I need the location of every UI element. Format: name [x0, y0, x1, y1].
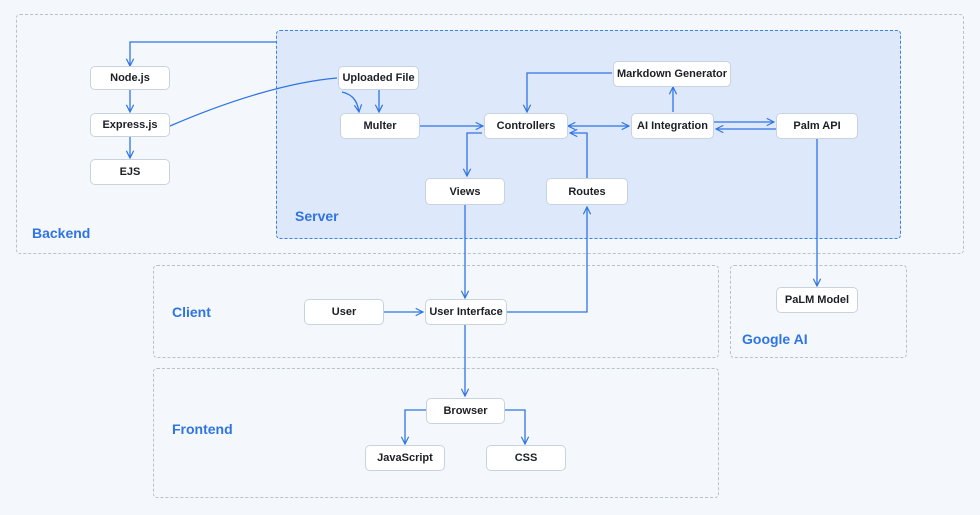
google-ai-label: Google AI: [742, 331, 808, 347]
node-palm-model[interactable]: PaLM Model: [776, 287, 858, 313]
node-ejs[interactable]: EJS: [90, 159, 170, 185]
node-ai-integration[interactable]: AI Integration: [631, 113, 714, 139]
client-label: Client: [172, 304, 211, 320]
node-user-interface[interactable]: User Interface: [425, 299, 507, 325]
client-region: [153, 265, 719, 358]
node-css[interactable]: CSS: [486, 445, 566, 471]
node-browser[interactable]: Browser: [426, 398, 505, 424]
node-uploaded-file[interactable]: Uploaded File: [338, 66, 419, 90]
node-markdown-generator[interactable]: Markdown Generator: [613, 61, 731, 87]
node-palm-api[interactable]: Palm API: [776, 113, 858, 139]
node-multer[interactable]: Multer: [340, 113, 420, 139]
node-routes[interactable]: Routes: [546, 178, 628, 205]
frontend-label: Frontend: [172, 421, 233, 437]
node-views[interactable]: Views: [425, 178, 505, 205]
backend-region: [16, 14, 964, 254]
node-javascript[interactable]: JavaScript: [365, 445, 445, 471]
node-nodejs[interactable]: Node.js: [90, 66, 170, 90]
node-expressjs[interactable]: Express.js: [90, 113, 170, 137]
node-user[interactable]: User: [304, 299, 384, 325]
node-controllers[interactable]: Controllers: [484, 113, 568, 139]
google-ai-region: [730, 265, 907, 358]
frontend-region: [153, 368, 719, 498]
backend-label: Backend: [32, 225, 91, 241]
server-label: Server: [295, 208, 339, 224]
